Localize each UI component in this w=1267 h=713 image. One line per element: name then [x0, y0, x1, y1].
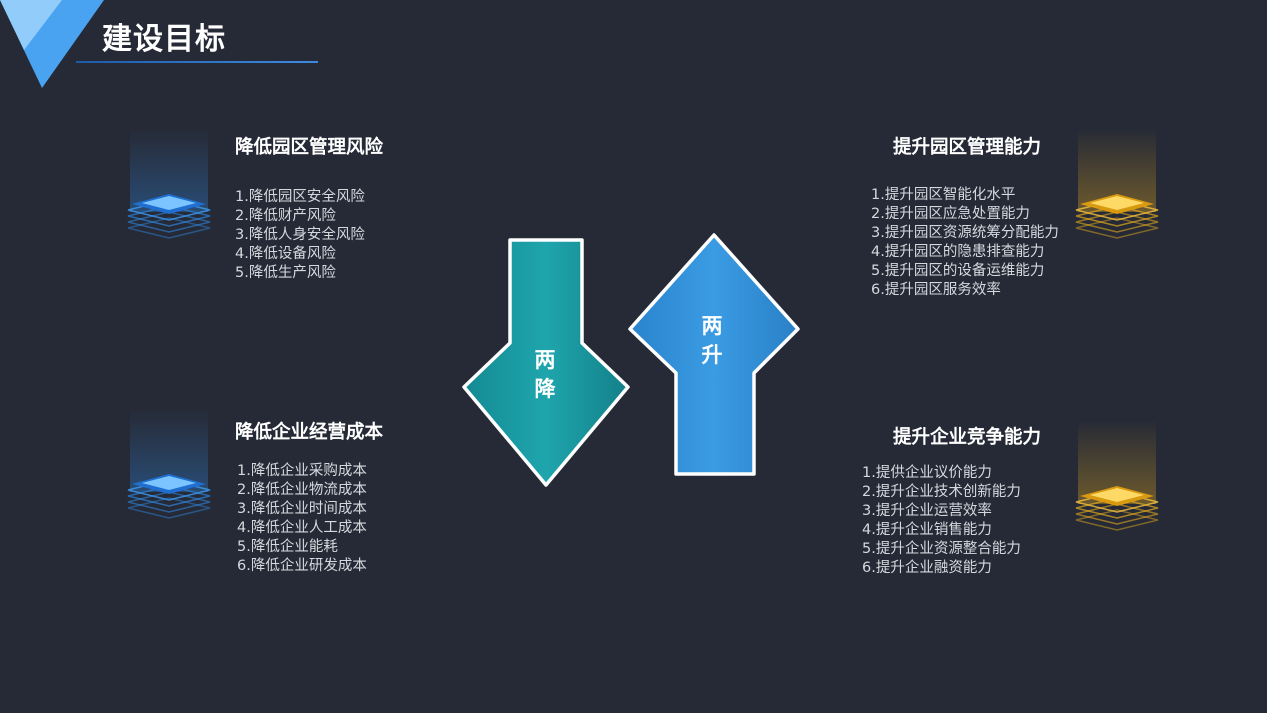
list-item: 6.降低企业研发成本: [237, 557, 367, 574]
enterprise-list: 1.提供企业议价能力 2.提升企业技术创新能力 3.提升企业运营效率 4.提升企…: [862, 464, 1021, 577]
list-item: 2.降低财产风险: [235, 207, 336, 224]
list-item: 1.提供企业议价能力: [862, 465, 992, 481]
list-item: 3.降低企业时间成本: [237, 500, 367, 517]
down-arrow-icon: [462, 238, 630, 487]
enterprise-heading: 提升企业竞争能力: [893, 427, 1042, 448]
down-arrow-label: 两 降: [525, 346, 565, 404]
up-arrow-icon: [628, 233, 800, 476]
cost-heading: 降低企业经营成本: [235, 422, 384, 443]
park-heading: 提升园区管理能力: [893, 137, 1042, 158]
down-arrow-label-line1: 两: [534, 348, 556, 372]
corner-decoration: [0, 0, 104, 88]
down-arrow-label-line2: 降: [534, 377, 556, 401]
gold-layer-stack-icon: [1075, 128, 1159, 239]
risk-heading: 降低园区管理风险: [235, 137, 384, 158]
risk-list: 1.降低园区安全风险 2.降低财产风险 3.降低人身安全风险 4.降低设备风险 …: [235, 188, 365, 283]
blue-layer-stack-icon: [127, 128, 211, 239]
list-item: 1.降低企业采购成本: [237, 463, 367, 479]
list-item: 2.提升企业技术创新能力: [862, 483, 1021, 500]
list-item: 6.提升企业融资能力: [862, 559, 992, 576]
list-item: 1.提升园区智能化水平: [871, 187, 1016, 203]
list-item: 5.降低企业能耗: [237, 538, 338, 555]
title-underline: [76, 61, 318, 63]
list-item: 6.提升园区服务效率: [871, 281, 1001, 298]
list-item: 1.降低园区安全风险: [235, 189, 365, 205]
gold-layer-stack-icon: [1075, 420, 1159, 531]
list-item: 2.提升园区应急处置能力: [871, 205, 1030, 222]
list-item: 5.降低生产风险: [235, 264, 336, 281]
blue-layer-stack-icon: [127, 408, 211, 519]
list-item: 3.提升企业运营效率: [862, 502, 992, 519]
list-item: 4.提升园区的隐患排查能力: [871, 243, 1045, 260]
list-item: 4.降低设备风险: [235, 245, 336, 262]
list-item: 4.降低企业人工成本: [237, 519, 367, 536]
list-item: 5.提升企业资源整合能力: [862, 540, 1021, 557]
cost-list: 1.降低企业采购成本 2.降低企业物流成本 3.降低企业时间成本 4.降低企业人…: [237, 462, 367, 575]
list-item: 3.提升园区资源统筹分配能力: [871, 224, 1059, 241]
up-arrow-label: 两 升: [692, 312, 732, 370]
park-list: 1.提升园区智能化水平 2.提升园区应急处置能力 3.提升园区资源统筹分配能力 …: [871, 186, 1059, 299]
up-arrow-label-line2: 升: [701, 343, 723, 367]
list-item: 4.提升企业销售能力: [862, 521, 992, 538]
list-item: 3.降低人身安全风险: [235, 226, 365, 243]
list-item: 2.降低企业物流成本: [237, 481, 367, 498]
up-arrow-label-line1: 两: [701, 314, 723, 338]
page-title: 建设目标: [102, 22, 226, 57]
list-item: 5.提升园区的设备运维能力: [871, 262, 1045, 279]
